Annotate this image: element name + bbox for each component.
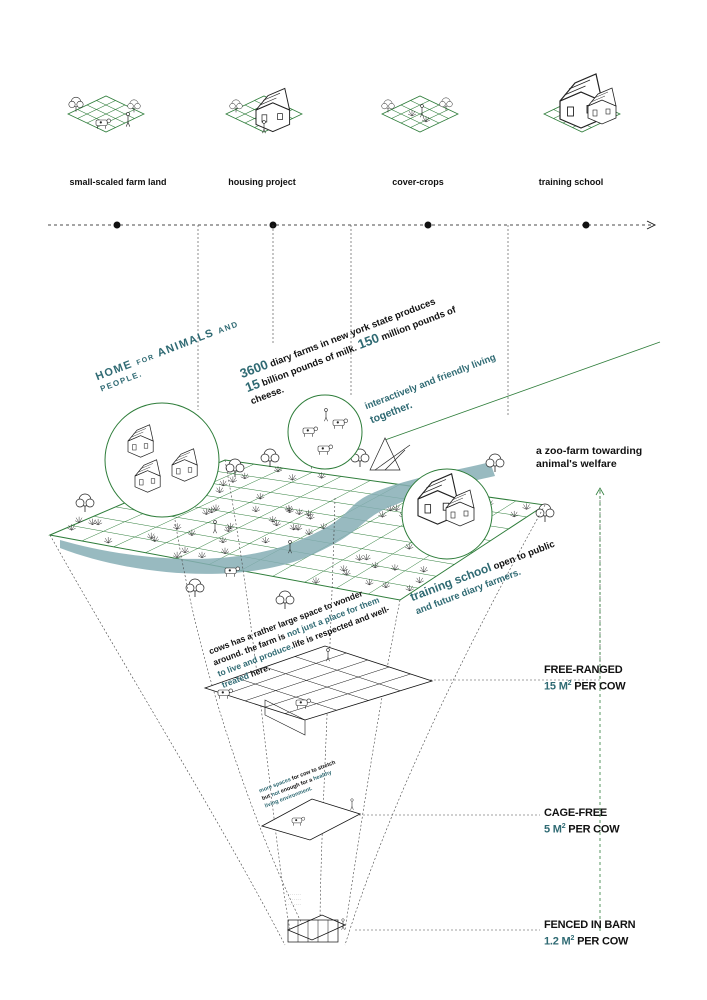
grid-line <box>93 516 437 577</box>
vignette-cows-people <box>287 394 363 470</box>
phase-label-housing: housing project <box>228 177 296 187</box>
river <box>60 462 495 574</box>
funnel <box>49 459 601 946</box>
stage-value: 1.2 M <box>544 935 571 948</box>
grid-line <box>177 476 342 559</box>
grid-line <box>284 673 411 714</box>
grid-line <box>294 656 401 691</box>
timeline <box>48 220 657 415</box>
grid-line <box>113 467 284 548</box>
grid-line <box>234 677 337 711</box>
stage-name: FREE-RANGED <box>544 664 623 676</box>
timeline-node <box>424 221 432 229</box>
stage-fenced-in-barn: FENCED IN BARN 1.2 M2 PER COW <box>544 919 636 948</box>
stage-cage-free: CAGE-FREE 5 M2 PER COW <box>544 807 620 836</box>
stage-name: CAGE-FREE <box>544 807 607 819</box>
grid-line <box>244 659 368 702</box>
phase-illustration-housing <box>225 87 303 134</box>
phase-illustration-farm-land <box>67 95 145 133</box>
timeline-node <box>582 221 590 229</box>
guide-line <box>384 341 661 441</box>
phase-illustration-training-school <box>543 73 621 133</box>
grid-line <box>208 480 371 565</box>
vignette-school <box>401 468 493 560</box>
grid-line <box>224 652 347 695</box>
zoo-farm-caption: a zoo-farm towarding animal's welfare <box>536 445 643 470</box>
grid-line <box>264 666 390 708</box>
grid-line <box>145 472 313 553</box>
stage-free-ranged: FREE-RANGED 15 M2 PER COW <box>544 664 626 693</box>
phase-label-training-school: training school <box>538 177 604 187</box>
grid-line <box>264 666 369 701</box>
phase-label-farm-land: small-scaled farm land <box>69 177 167 187</box>
vignette-houses <box>104 402 220 518</box>
phase-illustration-cover-crops <box>381 95 459 133</box>
fenced-barn: . . . . . . . . . . . . . . . . . . . . … <box>286 892 346 943</box>
svg-text:. . . . . . . .: . . . . . . . . <box>286 902 301 906</box>
phase-label-cover-crops: cover-crops <box>392 177 444 187</box>
svg-text:. . . . . . . .: . . . . . . . . <box>286 897 301 901</box>
stage-value: 5 M <box>544 823 562 836</box>
svg-text:. . . . . . . .: . . . . . . . . <box>286 892 301 896</box>
stage-name: FENCED IN BARN <box>544 919 636 931</box>
free-ranged-plane <box>203 645 434 736</box>
cage-free-plane <box>260 798 362 841</box>
timeline-node <box>113 221 121 229</box>
stage-value: 15 M <box>544 680 568 693</box>
